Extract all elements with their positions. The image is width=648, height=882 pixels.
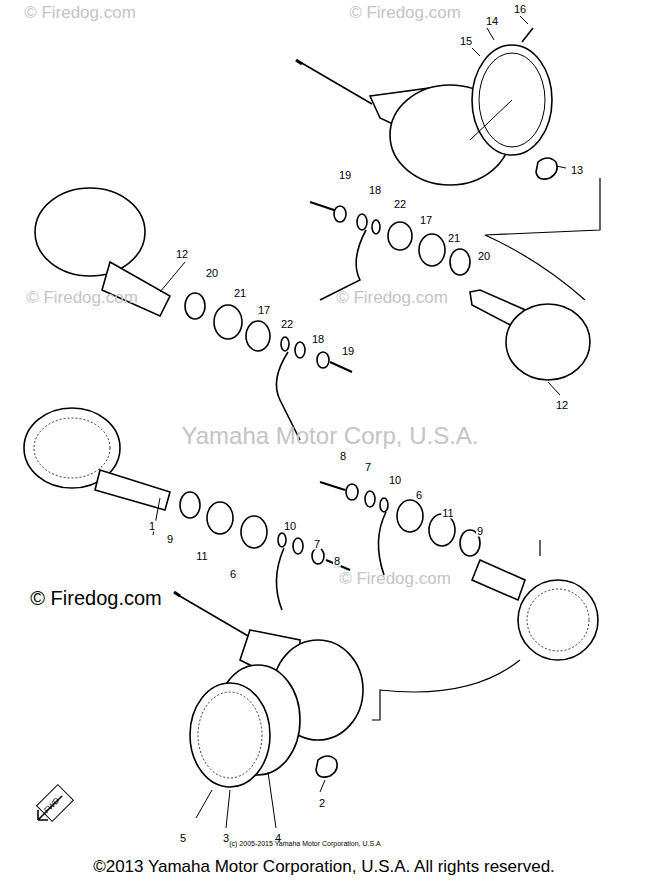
watermark: © Firedog.com bbox=[24, 4, 136, 21]
callout-number: 17 bbox=[257, 305, 271, 316]
callout-number: 20 bbox=[205, 268, 219, 279]
callout-number: 18 bbox=[311, 334, 325, 345]
callout-number: 16 bbox=[513, 4, 527, 15]
watermark: © Firedog.com bbox=[26, 289, 138, 306]
callout-number: 18 bbox=[368, 185, 382, 196]
callout-number: 7 bbox=[313, 539, 321, 550]
callout-number: 8 bbox=[333, 556, 341, 567]
watermark: © Firedog.com bbox=[349, 4, 461, 21]
callout-number: 9 bbox=[476, 526, 484, 537]
callout-number: 5 bbox=[179, 833, 187, 844]
callout-number: 22 bbox=[280, 319, 294, 330]
watermark: © Firedog.com bbox=[339, 570, 451, 587]
watermark: © Firedog.com bbox=[336, 289, 448, 306]
direction-mark: FWD bbox=[43, 797, 62, 816]
callout-number: 14 bbox=[485, 16, 499, 27]
callout-number: 6 bbox=[415, 490, 423, 501]
watermark: © Firedog.com bbox=[30, 588, 161, 608]
callout-number: 1 bbox=[148, 521, 156, 532]
copyright-note: (c) 2005-2015 Yamaha Motor Corporation, … bbox=[229, 840, 380, 847]
callout-number: 17 bbox=[419, 215, 433, 226]
callout-number: 11 bbox=[195, 551, 208, 562]
callout-number: 12 bbox=[555, 400, 569, 411]
callout-number: 3 bbox=[222, 833, 230, 844]
callout-number: 13 bbox=[570, 165, 584, 176]
callout-number: 19 bbox=[341, 346, 355, 357]
callout-number: 10 bbox=[388, 475, 402, 486]
copyright-caption: ©2013 Yamaha Motor Corporation, U.S.A. A… bbox=[93, 858, 555, 875]
callout-number: 8 bbox=[339, 451, 347, 462]
callout-number: 11 bbox=[441, 508, 454, 519]
callout-number: 19 bbox=[338, 170, 352, 181]
callout-number: 7 bbox=[364, 462, 372, 473]
callout-number: 20 bbox=[477, 251, 491, 262]
callout-number: 6 bbox=[229, 569, 237, 580]
callout-number: 21 bbox=[233, 288, 247, 299]
callout-number: 12 bbox=[175, 249, 189, 260]
watermark: Yamaha Motor Corp, U.S.A. bbox=[182, 424, 479, 448]
callout-number: 9 bbox=[166, 534, 174, 545]
callout-number: 15 bbox=[459, 36, 473, 47]
callout-number: 10 bbox=[283, 521, 297, 532]
callout-number: 2 bbox=[318, 798, 326, 809]
callout-number: 22 bbox=[393, 199, 407, 210]
callout-number: 21 bbox=[447, 233, 461, 244]
